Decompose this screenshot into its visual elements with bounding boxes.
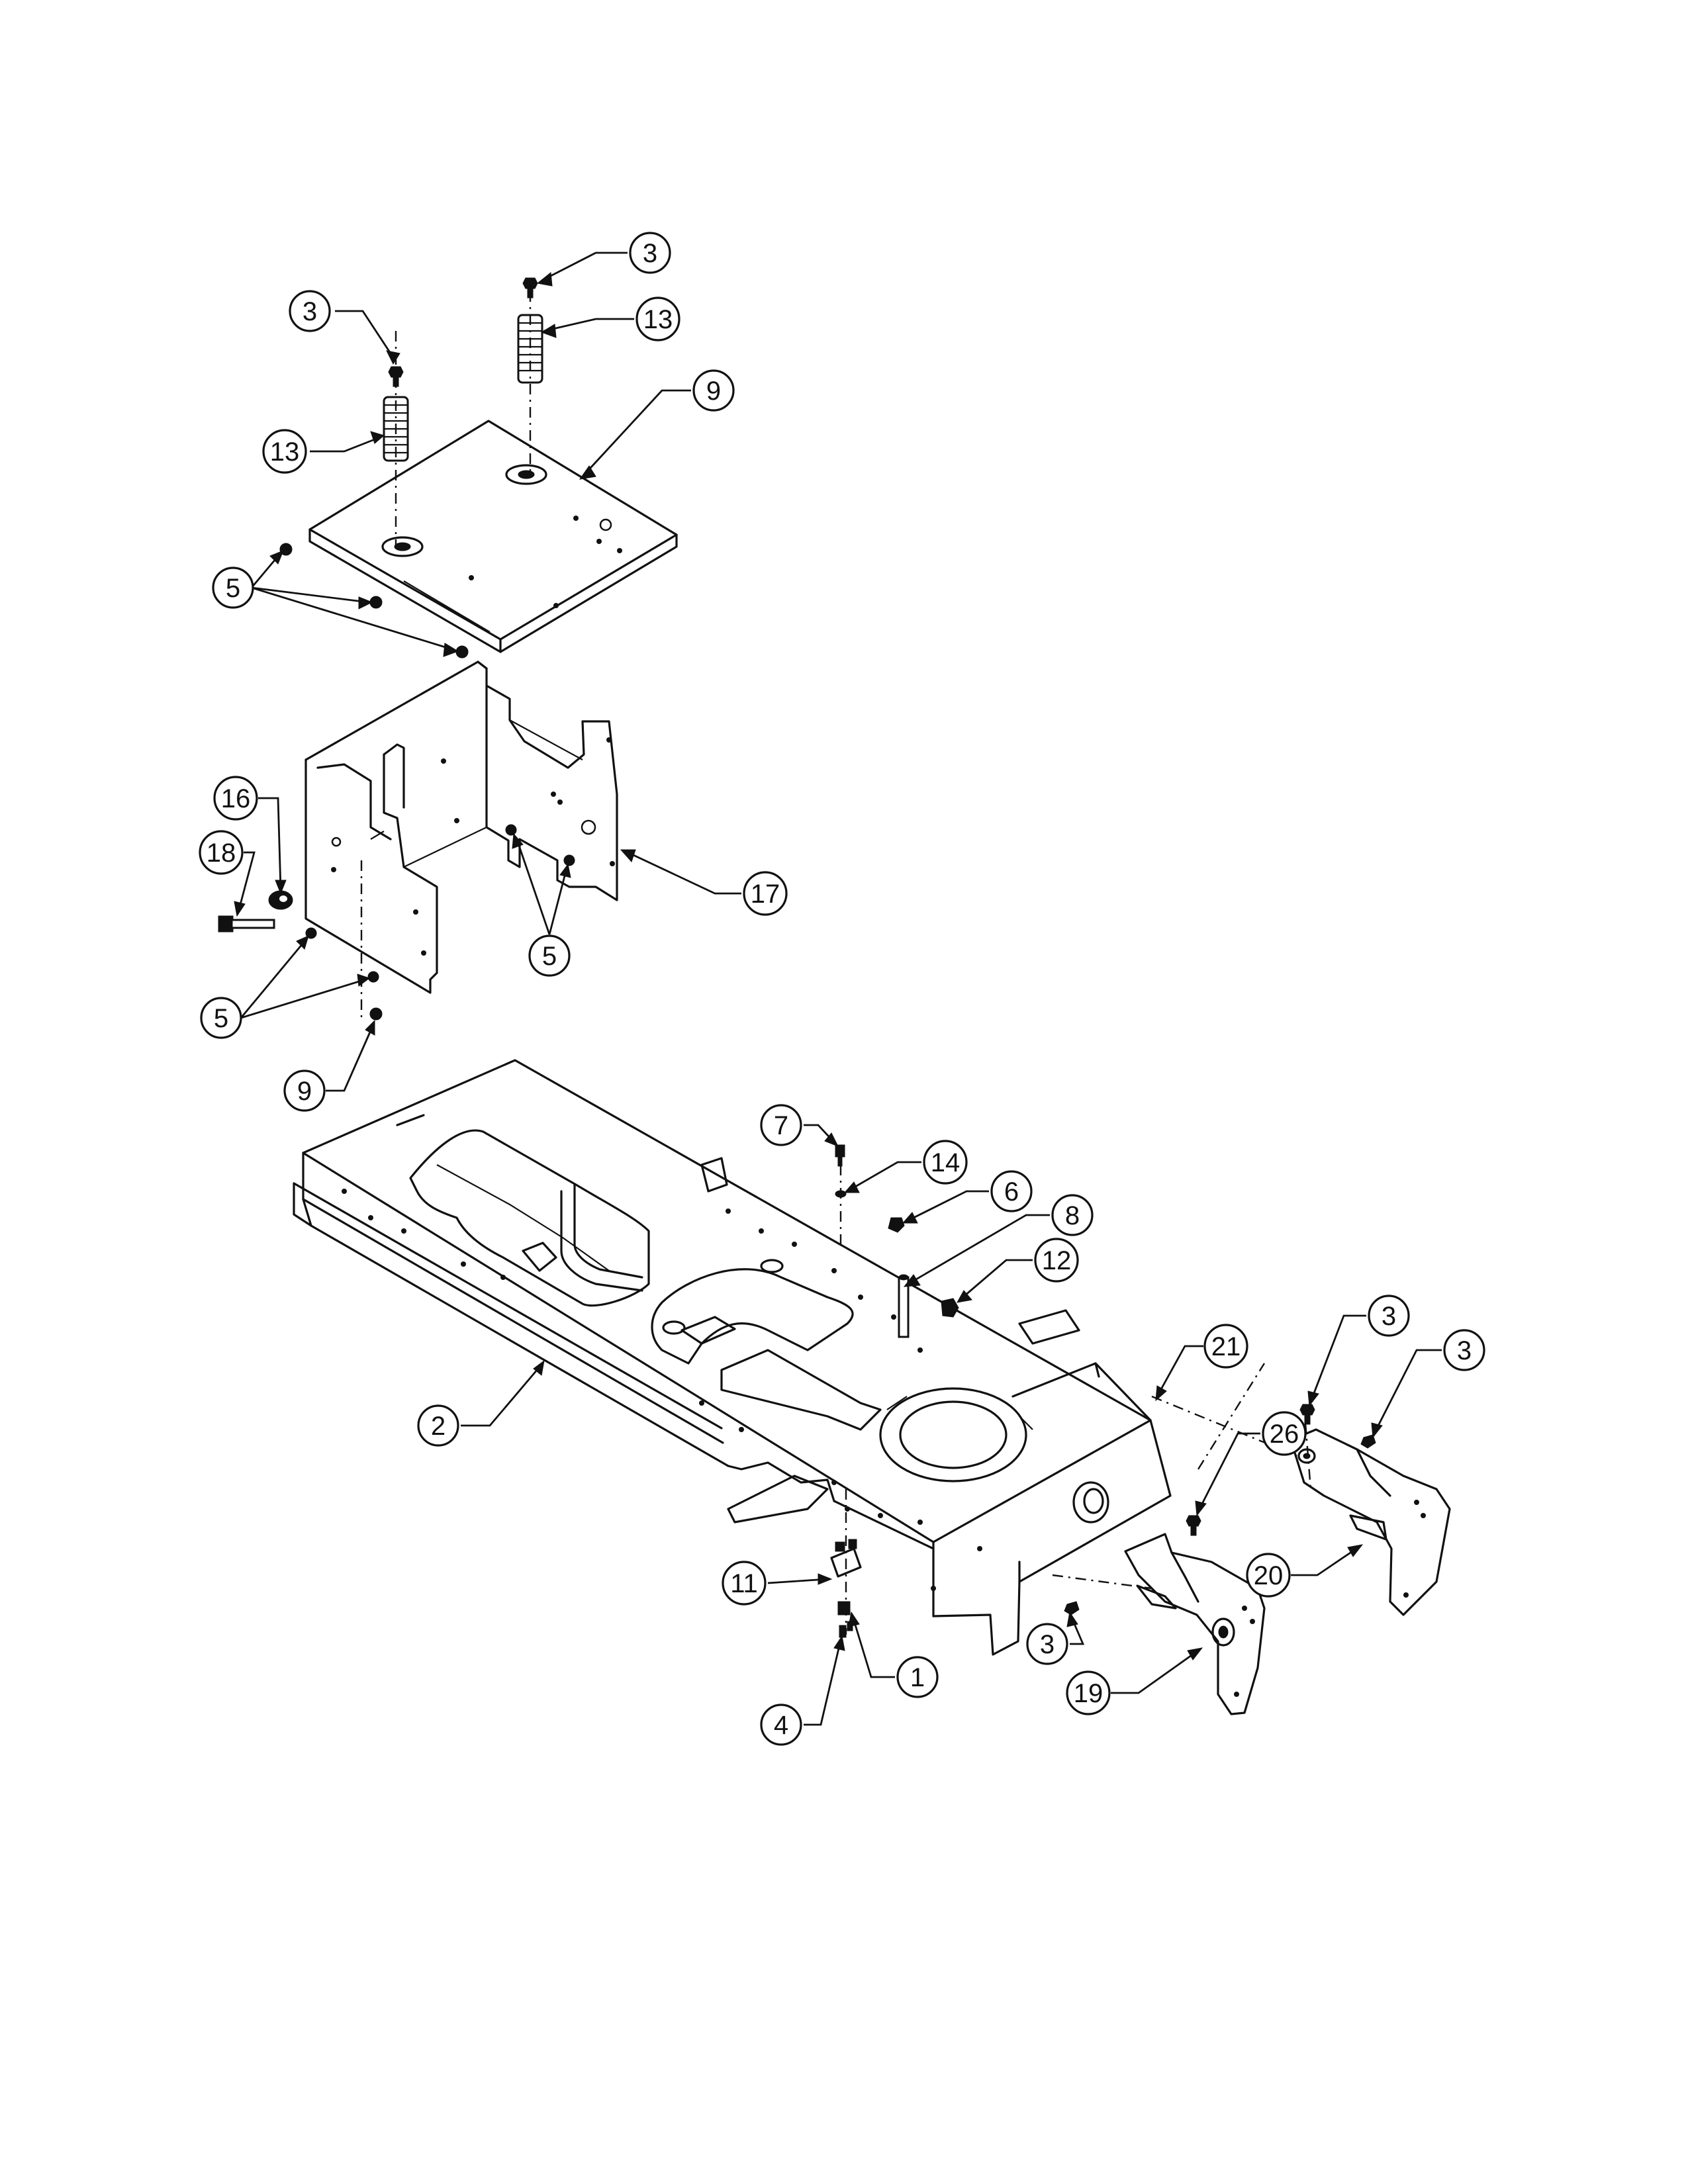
screw-26 (1186, 1515, 1201, 1536)
svg-text:20: 20 (1254, 1561, 1284, 1590)
screw-3-bracket20-a (1299, 1404, 1315, 1425)
svg-text:3: 3 (303, 297, 317, 326)
bracket-19 (1124, 1533, 1266, 1715)
callout-3d: 3 (1371, 1329, 1485, 1439)
svg-text:13: 13 (270, 437, 300, 467)
svg-text:5: 5 (226, 574, 240, 603)
svg-text:3: 3 (1457, 1336, 1472, 1365)
svg-text:3: 3 (1040, 1630, 1055, 1659)
spring-right (517, 314, 543, 384)
svg-text:19: 19 (1074, 1679, 1103, 1708)
callout-5b: 5 (512, 833, 571, 977)
callout-14: 14 (843, 1140, 968, 1193)
svg-text:13: 13 (643, 305, 673, 334)
callout-26: 26 (1195, 1411, 1307, 1517)
callout-19: 19 (1066, 1647, 1203, 1715)
svg-text:26: 26 (1270, 1420, 1299, 1449)
svg-text:2: 2 (431, 1412, 445, 1441)
callout-13a: 13 (262, 429, 385, 474)
clip-1 (837, 1601, 851, 1615)
callout-1: 1 (848, 1611, 939, 1698)
callout-17: 17 (620, 849, 788, 916)
callout-20: 20 (1246, 1544, 1364, 1598)
callout-21: 21 (1155, 1324, 1248, 1402)
callout-2: 2 (417, 1359, 545, 1447)
callout-18: 18 (199, 830, 256, 917)
svg-text:14: 14 (931, 1148, 961, 1177)
callout-9b: 9 (283, 1019, 375, 1112)
screw-7 (835, 1144, 845, 1167)
svg-text:7: 7 (774, 1111, 788, 1140)
svg-text:4: 4 (774, 1711, 788, 1740)
svg-text:17: 17 (751, 880, 780, 909)
svg-text:3: 3 (643, 239, 657, 268)
svg-text:11: 11 (730, 1569, 758, 1598)
screw-top-right (522, 277, 538, 298)
svg-text:16: 16 (221, 784, 251, 813)
svg-text:12: 12 (1042, 1246, 1072, 1275)
callout-5c: 5 (200, 935, 371, 1039)
svg-text:3: 3 (1382, 1302, 1396, 1331)
callout-3c: 3 (1307, 1295, 1410, 1407)
svg-text:18: 18 (207, 839, 236, 868)
svg-text:8: 8 (1065, 1201, 1080, 1230)
screw-top-left (388, 366, 404, 387)
callout-3e: 3 (1026, 1611, 1085, 1665)
screws-seat-pan (279, 543, 469, 659)
callout-3a: 3 (289, 290, 400, 365)
callout-9a: 9 (579, 369, 735, 480)
nut-6 (888, 1217, 905, 1233)
main-frame (293, 1059, 1172, 1656)
callout-4: 4 (760, 1635, 845, 1746)
svg-text:1: 1 (910, 1663, 925, 1692)
callout-5a: 5 (212, 550, 459, 657)
svg-text:5: 5 (542, 942, 557, 971)
callout-12: 12 (957, 1238, 1079, 1303)
callout-16: 16 (213, 776, 287, 895)
bracket-20 (1289, 1428, 1451, 1616)
screw-3-bracket19 (1064, 1601, 1080, 1615)
callout-13b: 13 (540, 296, 680, 341)
seat-bracket (305, 660, 618, 994)
screws-bracket (305, 824, 575, 1021)
svg-text:9: 9 (706, 377, 721, 406)
bolt-18 (218, 915, 275, 933)
svg-text:6: 6 (1004, 1177, 1019, 1206)
svg-text:9: 9 (297, 1077, 312, 1106)
bushing-16 (268, 890, 293, 910)
svg-text:21: 21 (1211, 1332, 1241, 1361)
callout-8: 8 (903, 1194, 1094, 1287)
callout-11: 11 (722, 1561, 833, 1606)
rod-8 (898, 1274, 910, 1338)
screw-3-bracket20-b (1360, 1434, 1376, 1449)
callout-6: 6 (902, 1170, 1033, 1224)
callout-3b: 3 (536, 232, 671, 287)
nut-12 (941, 1298, 959, 1318)
seat-pan (308, 420, 678, 653)
svg-text:5: 5 (214, 1004, 228, 1033)
callout-7: 7 (760, 1104, 839, 1147)
